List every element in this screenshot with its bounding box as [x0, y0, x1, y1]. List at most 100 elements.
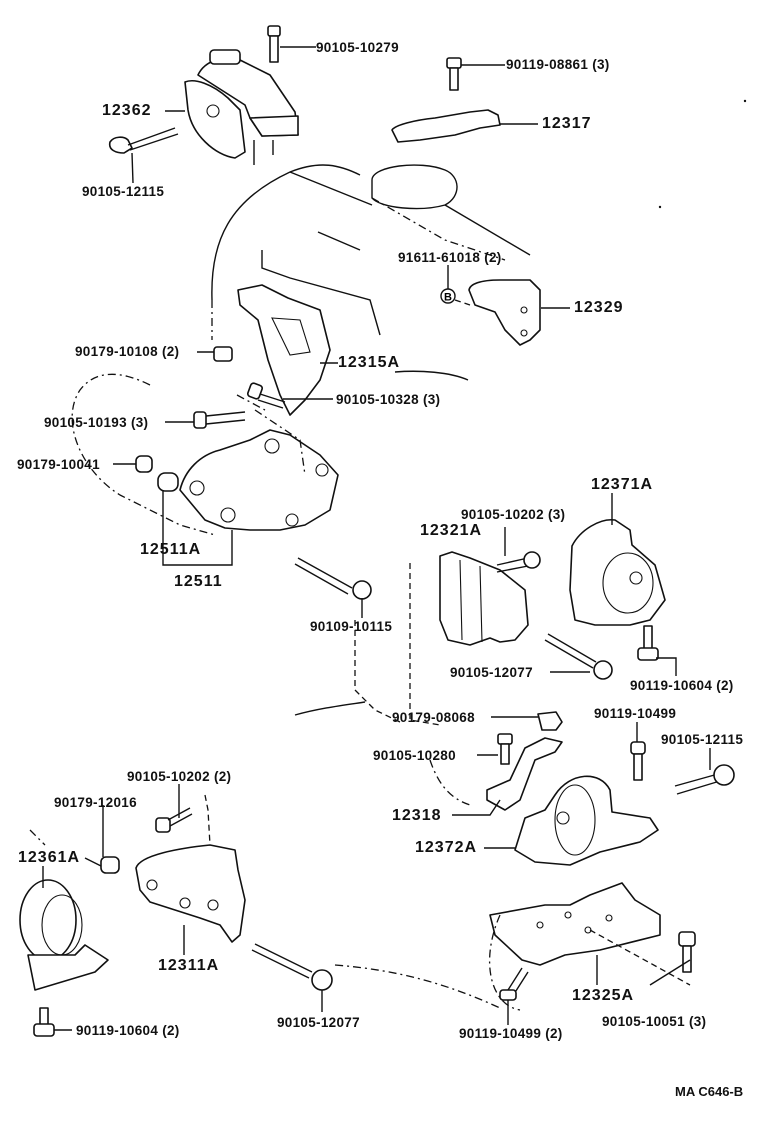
bracket-12511 [179, 429, 339, 531]
collar-90179-12016 [100, 856, 120, 874]
part-number: 12318 [392, 807, 442, 824]
part-label-90179-10108[interactable]: 90179-10108 (2) [75, 345, 179, 359]
part-label-90105-10279[interactable]: 90105-10279 [316, 41, 399, 55]
part-label-90179-10041[interactable]: 90179-10041 [17, 458, 100, 472]
part-qty: (3) [592, 57, 610, 72]
part-label-90105-10051[interactable]: 90105-10051 (3) [602, 1015, 706, 1029]
part-label-12325A[interactable]: 12325A [572, 988, 634, 1004]
part-qty: (2) [161, 344, 180, 359]
part-number: 12311A [158, 957, 220, 974]
part-label-12511A[interactable]: 12511A [140, 542, 201, 558]
part-label-90105-12115[interactable]: 90105-12115 [82, 185, 164, 199]
part-number: 90105-12077 [277, 1015, 360, 1030]
part-label-90105-10193[interactable]: 90105-10193 (3) [44, 416, 148, 430]
part-number: 90119-10499 [459, 1026, 542, 1041]
bolt-90105-10328 [247, 382, 286, 409]
mount-12371A [569, 519, 666, 626]
bolt-90109-10115 [294, 557, 372, 600]
part-label-90105-10202-2[interactable]: 90105-10202 (2) [127, 770, 231, 784]
callout-b-text: B [444, 292, 452, 304]
bolt-90105-12077-lower [251, 943, 333, 991]
engine-block-outline [211, 164, 531, 716]
part-label-90105-12115-right[interactable]: 90105-12115 [661, 733, 743, 747]
nut-90179-10108 [213, 346, 233, 362]
part-label-90119-10499[interactable]: 90119-10499 [594, 707, 676, 721]
nut-90179-08068 [537, 711, 563, 731]
part-number: 12371A [591, 476, 654, 493]
part-number: 90119-10604 [630, 678, 713, 693]
part-label-12371A[interactable]: 12371A [591, 477, 653, 493]
part-label-12311A[interactable]: 12311A [158, 958, 219, 974]
part-label-90105-10280[interactable]: 90105-10280 [373, 749, 456, 763]
part-label-90179-08068[interactable]: 90179-08068 [392, 711, 475, 725]
mount-12362 [184, 49, 299, 165]
part-number: 12325A [572, 987, 635, 1004]
part-number: 12317 [542, 115, 592, 132]
part-number: 90179-12016 [54, 795, 137, 810]
bracket-12318 [486, 737, 563, 811]
bushing-12511A [157, 472, 179, 492]
part-label-91611-61018[interactable]: 91611-61018 (2) [398, 251, 502, 265]
part-label-12321A[interactable]: 12321A [420, 523, 482, 539]
part-number: 90105-10280 [373, 748, 456, 763]
part-label-90119-08861[interactable]: 90119-08861 (3) [506, 58, 610, 72]
bolt-90105-10202-lower [155, 807, 193, 833]
part-qty: (2) [484, 250, 502, 265]
bolt-90105-10280 [497, 733, 513, 765]
part-number: 90119-08861 [506, 57, 589, 72]
part-label-90105-12077-right[interactable]: 90105-12077 [450, 666, 533, 680]
part-label-90119-10604-left[interactable]: 90119-10604 (2) [76, 1024, 180, 1038]
part-label-90119-10604-right[interactable]: 90119-10604 (2) [630, 679, 734, 693]
part-label-90105-10202-3[interactable]: 90105-10202 (3) [461, 508, 565, 522]
part-label-12318[interactable]: 12318 [392, 808, 442, 824]
bolt-90119-10604-right [637, 625, 659, 661]
part-number: 12511A [140, 541, 202, 558]
part-number: 90105-12115 [661, 732, 744, 747]
part-qty: (2) [545, 1026, 563, 1041]
part-label-12372A[interactable]: 12372A [415, 840, 477, 856]
collar-90179-10041 [135, 455, 153, 473]
bolt-90119-08861 [446, 57, 462, 91]
part-number: 90105-12077 [450, 665, 533, 680]
part-label-90109-10115[interactable]: 90109-10115 [310, 620, 392, 634]
part-label-90119-10499-2[interactable]: 90119-10499 (2) [459, 1027, 563, 1041]
part-number: 90179-10108 [75, 344, 158, 359]
bolt-90119-10499-pair [499, 967, 529, 1001]
part-number: 12321A [420, 522, 483, 539]
part-number: 12372A [415, 839, 478, 856]
part-qty: (2) [213, 769, 232, 784]
part-label-12329[interactable]: 12329 [574, 300, 624, 316]
part-number: 90119-10604 [76, 1023, 159, 1038]
part-number: 90105-12115 [82, 184, 165, 199]
part-number: 90105-10051 [602, 1014, 685, 1029]
bolt-90105-10279 [267, 25, 281, 63]
part-qty: (3) [422, 392, 441, 407]
part-number: 90179-10041 [17, 457, 100, 472]
alignment-lines [29, 299, 691, 1011]
part-label-90105-12077-lower[interactable]: 90105-12077 [277, 1016, 360, 1030]
part-qty: (2) [716, 678, 734, 693]
part-number: 90105-10202 [461, 507, 544, 522]
part-number: 12361A [18, 849, 81, 866]
bolt-90105-12115-top [108, 127, 179, 154]
bracket-12325A [489, 882, 661, 966]
part-label-90105-10328[interactable]: 90105-10328 (3) [336, 393, 440, 407]
part-qty: (2) [162, 1023, 180, 1038]
part-number: 12329 [574, 299, 624, 316]
part-number: 90119-10499 [594, 706, 677, 721]
part-qty: (3) [547, 507, 566, 522]
part-label-12361A[interactable]: 12361A [18, 850, 80, 866]
part-number: 90109-10115 [310, 619, 393, 634]
bolt-90119-10604-left [33, 1007, 55, 1037]
part-number: 91611-61018 [398, 250, 481, 265]
leader-lines [42, 46, 711, 1031]
part-label-12511[interactable]: 12511 [174, 574, 223, 590]
part-label-12317[interactable]: 12317 [542, 116, 592, 132]
callout-b-marker: B [440, 288, 456, 304]
bracket-12317 [391, 109, 501, 143]
part-label-90179-12016[interactable]: 90179-12016 [54, 796, 137, 810]
part-label-12315A[interactable]: 12315A [338, 355, 400, 371]
bracket-12315A [237, 284, 331, 416]
part-label-12362[interactable]: 12362 [102, 103, 152, 119]
